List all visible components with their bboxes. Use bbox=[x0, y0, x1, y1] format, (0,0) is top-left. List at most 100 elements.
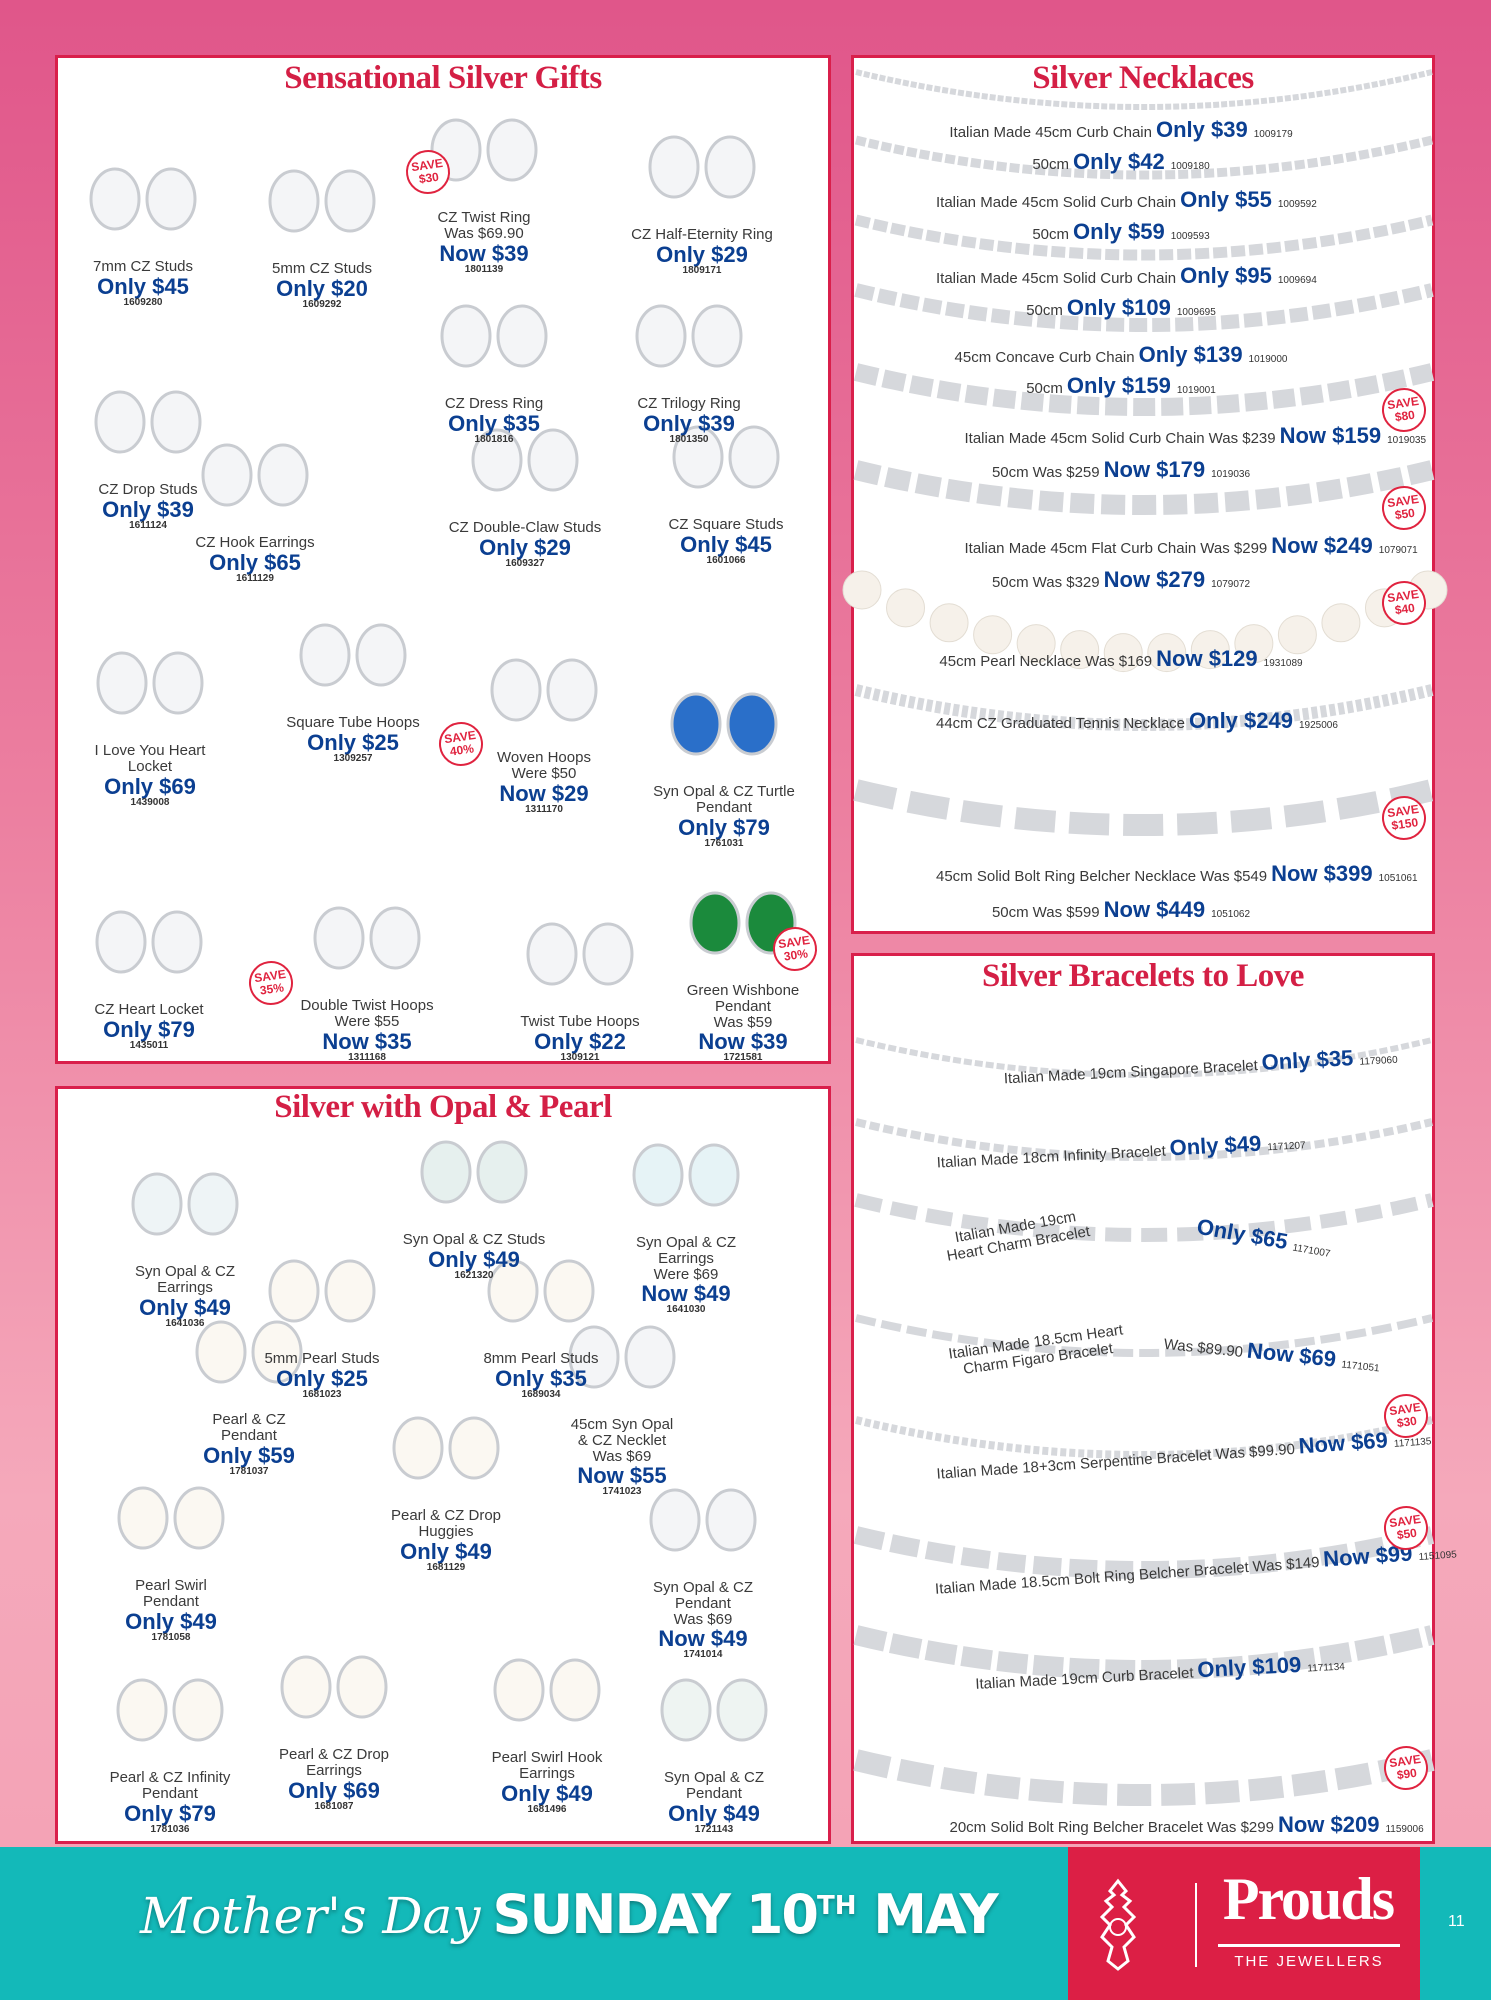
pearl-image bbox=[1234, 624, 1274, 664]
prouds-logo[interactable]: Prouds THE JEWELLERS bbox=[1068, 1847, 1420, 2000]
product-name: CZ Trilogy Ring bbox=[637, 395, 741, 412]
product-price: Only $35 bbox=[1260, 1045, 1354, 1075]
pearl-image bbox=[973, 615, 1013, 655]
product-description: Italian Made 45cm Flat Curb Chain bbox=[964, 539, 1197, 557]
bracelet-chain-image bbox=[855, 1416, 1433, 1459]
product-price: Only $59 bbox=[203, 1442, 295, 1468]
product-sku: 1439008 bbox=[130, 796, 170, 808]
product-price: Only $25 bbox=[307, 729, 399, 755]
product-description: Italian Made 45cm Curb Chain bbox=[949, 123, 1152, 141]
product-sku: 1051061 bbox=[1378, 872, 1418, 884]
pearl-image bbox=[886, 588, 926, 628]
date-day: SUNDAY 10 bbox=[492, 1883, 819, 1946]
date-text: SUNDAY 10TH MAY bbox=[492, 1883, 999, 1946]
product-sku: 1159006 bbox=[1385, 1823, 1424, 1835]
panel-silver-bracelets: Silver Bracelets to Love bbox=[851, 953, 1435, 1844]
bracelet-chain-image bbox=[855, 1118, 1433, 1161]
pearl-image bbox=[842, 570, 882, 610]
product-image bbox=[268, 1259, 376, 1323]
product-description: Italian Made 45cm Solid Curb Chain bbox=[936, 193, 1177, 211]
product-sku: 1019035 bbox=[1387, 434, 1427, 446]
product-sku: 1925006 bbox=[1298, 719, 1338, 731]
product-price: Only $79 bbox=[678, 814, 770, 840]
product-was-price: Was $69.90 bbox=[444, 224, 524, 242]
product-sku: 1781036 bbox=[150, 1823, 190, 1835]
product-sku: 1781058 bbox=[151, 1631, 191, 1643]
product-sku: 1079072 bbox=[1211, 578, 1251, 590]
product-price: Only $249 bbox=[1189, 707, 1293, 733]
pearl-image bbox=[1060, 630, 1100, 670]
bracelet-chain-image bbox=[854, 1193, 1434, 1242]
product-image bbox=[487, 1259, 595, 1323]
product-image bbox=[493, 1658, 601, 1722]
product-name: I Love You Heart Locket bbox=[94, 742, 206, 775]
product-name: Syn Opal & CZ Earrings bbox=[635, 1234, 737, 1267]
product-sku: 1741014 bbox=[683, 1649, 723, 1661]
product-sku: 1681023 bbox=[302, 1388, 342, 1400]
product-price: Only $39 bbox=[643, 410, 735, 436]
product-price: Now $179 bbox=[1103, 456, 1206, 482]
brand-tagline: THE JEWELLERS bbox=[1234, 1953, 1384, 1970]
product-price: Now $399 bbox=[1271, 860, 1373, 886]
product-image bbox=[440, 304, 548, 368]
product-sku: 1171207 bbox=[1267, 1140, 1306, 1154]
bracelet-chain-image bbox=[853, 1526, 1435, 1579]
product-name: Pearl & CZ Drop Huggies bbox=[390, 1507, 502, 1540]
product-sku: 1681496 bbox=[527, 1803, 567, 1815]
product-sku: 1801139 bbox=[464, 263, 504, 275]
product-price: Only $49 bbox=[428, 1246, 520, 1272]
date-suffix: TH bbox=[816, 1891, 857, 1921]
product-description: 45cm Concave Curb Chain bbox=[954, 348, 1135, 366]
product-price: Only $79 bbox=[103, 1016, 195, 1042]
